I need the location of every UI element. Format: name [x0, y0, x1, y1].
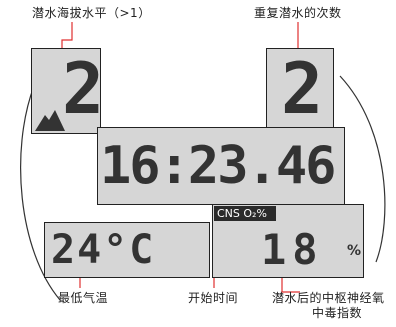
repeat-display: 2 [266, 48, 334, 134]
cns-value: 18 [261, 225, 324, 274]
temperature-display: 24°C [44, 222, 210, 278]
altitude-digit: 2 [62, 48, 105, 130]
temperature-value: 24°C [51, 227, 156, 273]
label-altitude-level: 潜水海拔水平（>1） [32, 6, 151, 20]
time-display: 16:23.46 [97, 127, 345, 205]
cns-unit: % [347, 243, 362, 259]
cns-tag: CNS O₂% [214, 206, 276, 221]
label-start-time: 开始时间 [188, 291, 239, 305]
mountain-icon [35, 110, 65, 131]
altitude-leader [61, 22, 73, 48]
time-value: 16:23.46 [100, 136, 336, 196]
label-min-temp: 最低气温 [58, 291, 109, 305]
cns-leader [281, 276, 300, 293]
cns-display: 18 % [212, 204, 364, 278]
altitude-display: 2 [31, 48, 105, 134]
device-outline [20, 75, 386, 301]
label-cns-line2: 中毒指数 [312, 306, 363, 320]
label-repeat-dives: 重复潜水的次数 [254, 6, 342, 20]
label-cns-line1: 潜水后的中枢神经氧 [272, 291, 385, 305]
repeat-digit: 2 [281, 48, 324, 130]
